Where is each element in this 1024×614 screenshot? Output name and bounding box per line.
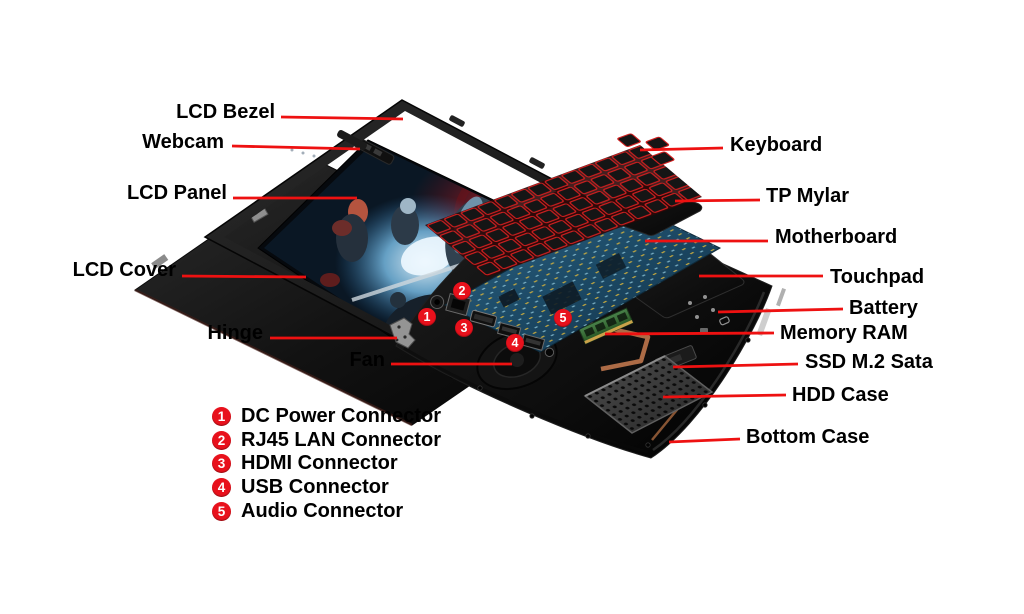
leader-tp-mylar [674, 198, 761, 203]
callout-fan: Fan [349, 349, 385, 371]
callout-touchpad: Touchpad [830, 266, 925, 288]
legend-number-2: 2 [212, 430, 231, 450]
callout-webcam: Webcam [142, 131, 224, 153]
hdd-case-part [583, 355, 714, 434]
legend-number-1: 1 [212, 406, 231, 426]
legend-item-usb: 4 USB Connector [212, 475, 389, 499]
marker-1-dc-power: 1 [418, 308, 436, 326]
leader-ssd [672, 362, 799, 369]
legend-label-rj45: RJ45 LAN Connector [241, 428, 442, 451]
leader-keyboard [639, 146, 724, 152]
leader-bottom-case [668, 437, 741, 444]
legend-item-audio: 5 Audio Connector [212, 499, 403, 523]
callout-hdd-case: HDD Case [792, 384, 889, 406]
legend-item-rj45: 2 RJ45 LAN Connector [212, 428, 441, 452]
legend-number-4: 4 [212, 477, 231, 497]
keyboard-part [425, 133, 702, 277]
callout-lcd-bezel: LCD Bezel [176, 101, 275, 123]
legend-label-hdmi: HDMI Connector [241, 451, 398, 474]
marker-4-usb: 4 [506, 334, 524, 352]
leader-hdd-case [662, 393, 787, 399]
callout-lcd-cover: LCD Cover [72, 259, 176, 281]
callout-tp-mylar: TP Mylar [766, 185, 849, 207]
legend-number-3: 3 [212, 453, 231, 473]
battery-markings [688, 295, 730, 333]
legend-label-audio: Audio Connector [241, 499, 404, 522]
leader-lines [181, 115, 844, 444]
legend-item-dc-power: 1 DC Power Connector [212, 404, 441, 428]
leader-memory-ram [604, 331, 775, 336]
callout-motherboard: Motherboard [775, 226, 898, 248]
callout-lcd-panel: LCD Panel [126, 182, 227, 204]
leader-lcd-cover [181, 274, 307, 279]
legend-label-dc-power: DC Power Connector [241, 404, 442, 427]
callout-battery: Battery [849, 297, 918, 319]
leader-battery [717, 307, 844, 314]
legend-item-hdmi: 3 HDMI Connector [212, 451, 398, 475]
callout-hinge: Hinge [207, 322, 263, 344]
callout-keyboard: Keyboard [730, 134, 823, 156]
marker-3-hdmi: 3 [455, 319, 473, 337]
marker-2-rj45: 2 [453, 282, 471, 300]
marker-5-audio: 5 [554, 309, 572, 327]
leader-lcd-bezel [280, 115, 404, 121]
leader-webcam [231, 144, 361, 151]
legend-number-5: 5 [212, 501, 231, 521]
callout-ssd-m2-sata: SSD M.2 Sata [805, 351, 933, 373]
legend-label-usb: USB Connector [241, 475, 389, 498]
port-row [430, 293, 555, 358]
callout-bottom-case: Bottom Case [746, 426, 870, 448]
audio-port [544, 347, 555, 358]
callout-memory-ram: Memory RAM [780, 322, 908, 344]
memory-ram-part [578, 307, 634, 345]
